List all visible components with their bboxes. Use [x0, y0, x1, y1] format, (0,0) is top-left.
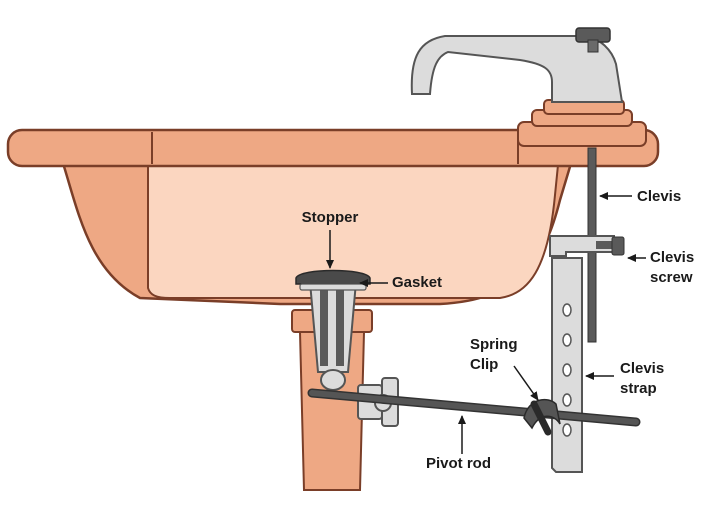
label-clevis-text: Clevis [637, 188, 681, 205]
label-stopper-text: Stopper [302, 209, 359, 226]
label-clevis: Clevis [599, 188, 681, 205]
sink-basin [60, 158, 574, 306]
label-pivot-rod: Pivot rod [426, 415, 491, 472]
label-clevis-screw: Clevis screw [627, 249, 694, 286]
label-clevis-strap-line1: Clevis [620, 360, 664, 377]
label-clevis-screw-line2: screw [650, 269, 693, 286]
faucet-base [517, 99, 647, 147]
clevis-screw [596, 236, 625, 256]
label-stopper: Stopper [302, 209, 359, 269]
stopper [295, 269, 371, 285]
pivot-rod [307, 388, 641, 427]
label-spring-clip: Spring Clip [470, 336, 539, 401]
label-clevis-screw-line1: Clevis [650, 249, 694, 266]
label-pivot-rod-text: Pivot rod [426, 455, 491, 472]
clevis-strap [549, 235, 615, 473]
spring-clip [523, 398, 561, 436]
label-clevis-strap-line2: strap [620, 380, 657, 397]
gasket [299, 283, 367, 291]
sink-rim [6, 128, 660, 168]
label-gasket: Gasket [359, 274, 442, 291]
drain-body [308, 281, 358, 391]
label-gasket-text: Gasket [392, 274, 442, 291]
label-spring-clip-line2: Clip [470, 356, 498, 373]
label-spring-clip-line1: Spring [470, 336, 518, 353]
lift-rod-knob [575, 27, 611, 53]
label-clevis-strap: Clevis strap [585, 360, 664, 397]
